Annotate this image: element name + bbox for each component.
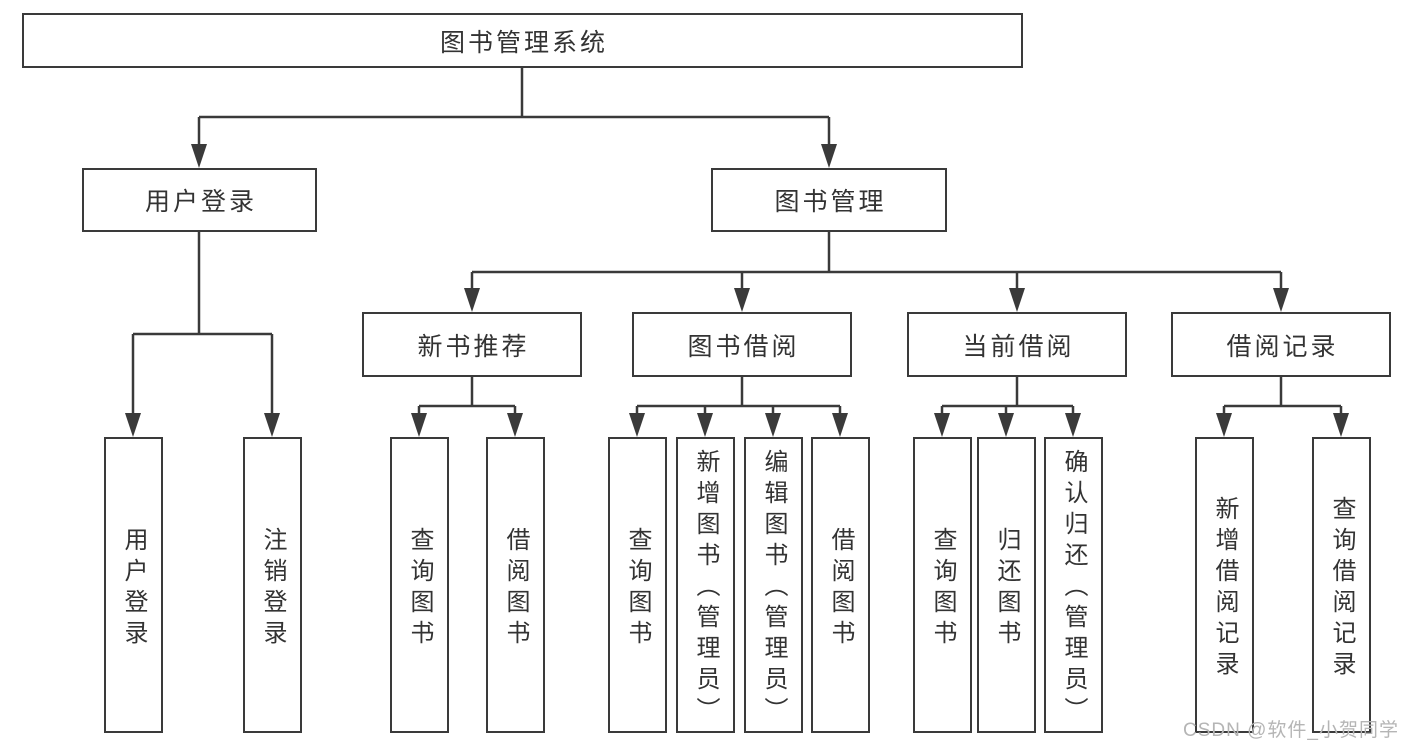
node-label: 查询图书 bbox=[406, 526, 433, 651]
node-label: 新书推荐 bbox=[417, 332, 530, 361]
arrow-down-icon bbox=[629, 413, 645, 437]
leaf-logout: 注销登录 bbox=[243, 437, 302, 733]
arrow-down-icon bbox=[934, 413, 950, 437]
arrow-down-icon bbox=[191, 144, 207, 168]
node-label: 查询图书 bbox=[624, 526, 651, 651]
node-label: 借阅图书 bbox=[827, 526, 854, 651]
arrow-down-icon bbox=[1273, 288, 1289, 312]
node-current-borrowing: 当前借阅 bbox=[907, 312, 1127, 377]
arrow-down-icon bbox=[734, 288, 750, 312]
leaf-edit-books-admin: 编辑图书（管理员） bbox=[744, 437, 803, 733]
node-label: 编辑图书（管理员） bbox=[760, 449, 787, 728]
arrow-down-icon bbox=[464, 288, 480, 312]
leaf-add-borrow-record: 新增借阅记录 bbox=[1195, 437, 1254, 733]
node-label: 借阅记录 bbox=[1226, 332, 1339, 361]
leaf-confirm-return-admin: 确认归还（管理员） bbox=[1044, 437, 1103, 733]
node-book-borrowing: 图书借阅 bbox=[632, 312, 852, 377]
arrow-down-icon bbox=[411, 413, 427, 437]
leaf-return-books: 归还图书 bbox=[977, 437, 1036, 733]
csdn-watermark: CSDN @软件_小贺同学 bbox=[1183, 720, 1399, 741]
node-label: 图书借阅 bbox=[687, 332, 800, 361]
leaf-query-borrow-record: 查询借阅记录 bbox=[1312, 437, 1371, 733]
node-label: 当前借阅 bbox=[962, 332, 1075, 361]
arrow-down-icon bbox=[1009, 288, 1025, 312]
arrow-down-icon bbox=[1216, 413, 1232, 437]
leaf-user-login: 用户登录 bbox=[104, 437, 163, 733]
node-new-book-recommend: 新书推荐 bbox=[362, 312, 582, 377]
node-label: 用户登录 bbox=[144, 188, 257, 216]
arrow-down-icon bbox=[697, 413, 713, 437]
node-book-management: 图书管理 bbox=[711, 168, 947, 232]
node-label: 确认归还（管理员） bbox=[1060, 449, 1087, 728]
node-label: 新增借阅记录 bbox=[1211, 495, 1238, 682]
node-borrowing-records: 借阅记录 bbox=[1171, 312, 1391, 377]
arrow-down-icon bbox=[507, 413, 523, 437]
node-library-management-system: 图书管理系统 bbox=[22, 13, 1023, 68]
arrow-down-icon bbox=[998, 413, 1014, 437]
arrow-down-icon bbox=[1333, 413, 1349, 437]
node-label: 图书管理系统 bbox=[439, 28, 608, 57]
node-label: 新增图书（管理员） bbox=[692, 449, 719, 728]
arrow-down-icon bbox=[821, 144, 837, 168]
node-label: 归还图书 bbox=[993, 526, 1020, 651]
leaf-add-books-admin: 新增图书（管理员） bbox=[676, 437, 735, 733]
arrow-down-icon bbox=[832, 413, 848, 437]
leaf-query-books: 查询图书 bbox=[390, 437, 449, 733]
leaf-borrow-books: 借阅图书 bbox=[486, 437, 545, 733]
arrowheads-group bbox=[125, 144, 1349, 437]
node-label: 用户登录 bbox=[120, 526, 147, 651]
arrow-down-icon bbox=[1065, 413, 1081, 437]
node-label: 借阅图书 bbox=[502, 526, 529, 651]
leaf-query-books-3: 查询图书 bbox=[913, 437, 972, 733]
leaf-borrow-books-2: 借阅图书 bbox=[811, 437, 870, 733]
node-label: 查询借阅记录 bbox=[1328, 495, 1355, 682]
leaf-query-books-2: 查询图书 bbox=[608, 437, 667, 733]
node-user-login: 用户登录 bbox=[82, 168, 317, 232]
arrow-down-icon bbox=[264, 413, 280, 437]
node-label: 查询图书 bbox=[929, 526, 956, 651]
node-label: 注销登录 bbox=[259, 526, 286, 651]
node-label: 图书管理 bbox=[774, 188, 887, 216]
arrow-down-icon bbox=[765, 413, 781, 437]
arrow-down-icon bbox=[125, 413, 141, 437]
